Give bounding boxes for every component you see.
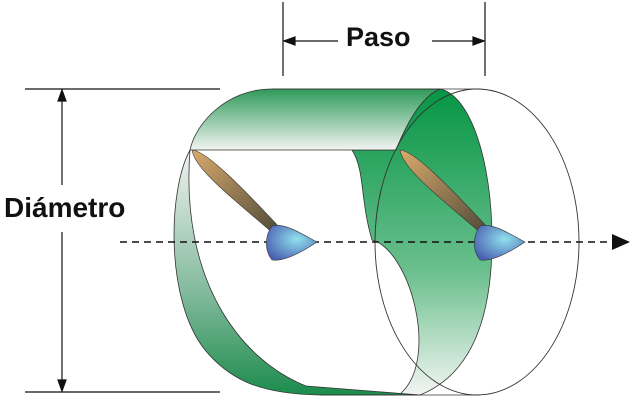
helix-band-left xyxy=(173,149,421,396)
propeller-position-1 xyxy=(191,149,318,261)
pitch-label: Paso xyxy=(346,22,411,52)
axis-arrowhead-icon xyxy=(612,234,630,250)
diameter-dimension xyxy=(25,88,220,393)
propeller-position-2 xyxy=(399,149,526,261)
pitch-dimension xyxy=(282,2,486,76)
diameter-label: Diámetro xyxy=(4,192,126,223)
propeller-axis xyxy=(120,234,630,250)
